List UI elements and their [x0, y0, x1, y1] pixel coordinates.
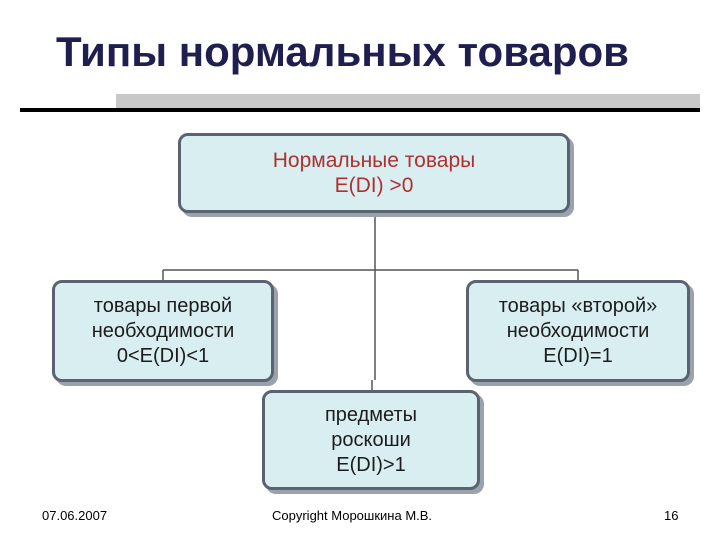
node-first-necessity: товары первой необходимости 0<E(DI)<1: [52, 280, 274, 382]
node-normal-goods-line2: E(DI) >0: [334, 174, 414, 197]
node-first-necessity-line3: 0<E(DI)<1: [116, 344, 210, 367]
title-accent-bar: [116, 94, 700, 108]
node-second-necessity-line3: E(DI)=1: [543, 344, 613, 367]
node-luxury-goods-line3: E(DI)>1: [336, 453, 406, 476]
footer-page-number: 16: [664, 508, 679, 523]
node-first-necessity-line1: товары первой: [93, 294, 233, 317]
slide-title: Типы нормальных товаров: [56, 28, 629, 75]
footer-copyright: Copyright Морошкина М.В.: [272, 508, 433, 523]
node-second-necessity-line1: товары «второй»: [498, 294, 658, 317]
title-underline: [20, 108, 700, 112]
footer-date: 07.06.2007: [42, 508, 108, 523]
node-second-necessity-line2: необходимости: [506, 319, 650, 342]
node-normal-goods-line1: Нормальные товары: [272, 149, 476, 172]
node-luxury-goods-line1: предметы: [324, 403, 418, 426]
node-luxury-goods: предметы роскоши E(DI)>1: [262, 390, 480, 490]
node-normal-goods: Нормальные товары E(DI) >0: [178, 133, 570, 213]
node-luxury-goods-line2: роскоши: [331, 428, 411, 451]
node-second-necessity: товары «второй» необходимости E(DI)=1: [466, 280, 690, 382]
node-first-necessity-line2: необходимости: [91, 319, 235, 342]
